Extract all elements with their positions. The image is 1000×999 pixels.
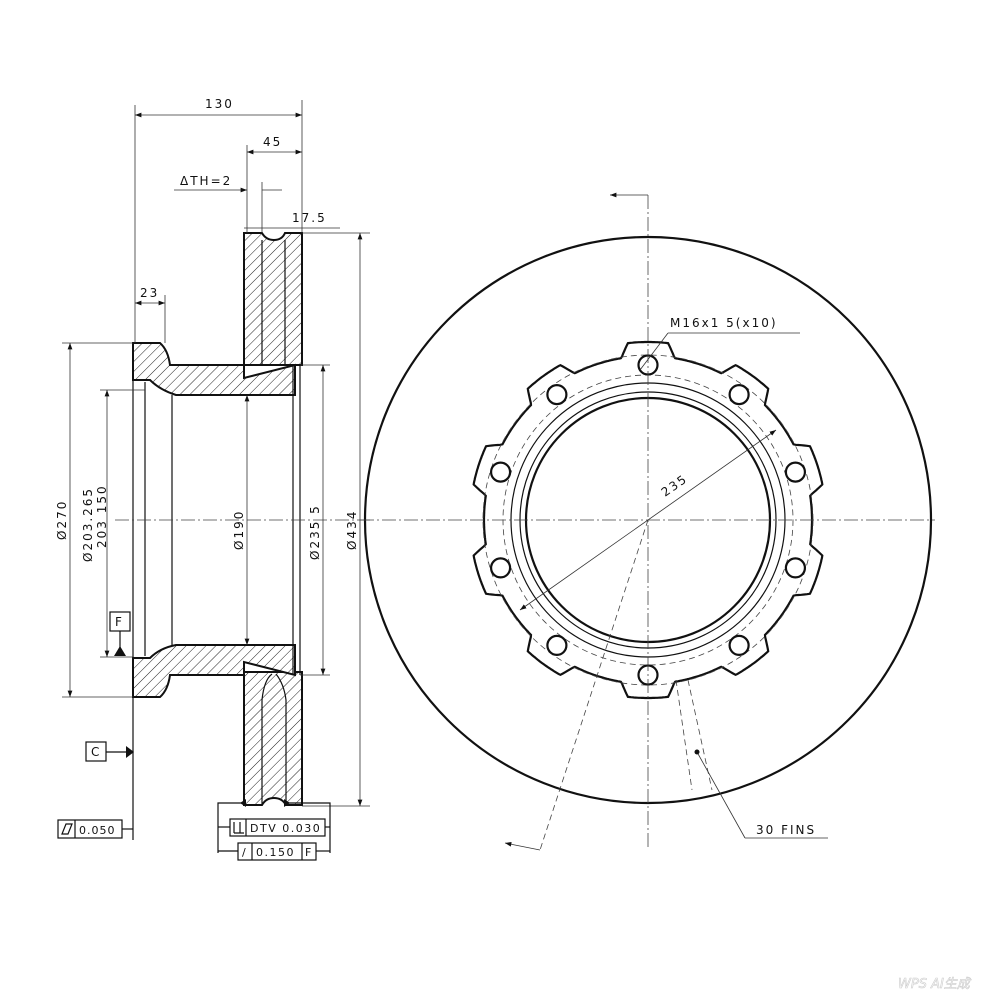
bolt-hole — [546, 384, 568, 406]
flatness-value: 0.050 — [79, 824, 116, 837]
runout-symbol: / — [242, 846, 248, 859]
dim-dia-434: Ø434 — [345, 510, 359, 550]
bolt-hole — [784, 461, 807, 483]
bolt-hole — [489, 461, 512, 483]
bolt-spec: M16x1 5(x10) — [670, 316, 778, 330]
dim-17-5: 17.5 — [292, 211, 327, 225]
dim-dia-270: Ø270 — [55, 500, 69, 540]
datum-c: C — [91, 745, 101, 759]
bolt-hole — [728, 384, 750, 406]
bolt-circle-dim: 235 — [659, 471, 691, 499]
bolt-holes — [489, 354, 807, 686]
bolt-hole — [784, 557, 807, 579]
bolt-hole — [489, 557, 512, 579]
dim-delta-th: ΔTH=2 — [180, 174, 232, 188]
dim-dia-203-150: 203 150 — [95, 484, 109, 548]
bolt-hole — [546, 634, 568, 656]
dim-45: 45 — [263, 135, 282, 149]
hub-top — [132, 342, 296, 396]
bolt-hole — [728, 634, 750, 656]
runout-datum: F — [305, 846, 313, 859]
dim-130: 130 — [205, 97, 234, 111]
dim-dia-203-265: Ø203.265 — [81, 487, 95, 562]
dim-23: 23 — [140, 286, 159, 300]
dtv-tolerance: DTV 0.030 — [250, 822, 321, 835]
runout-value: 0.150 — [256, 846, 295, 859]
friction-ring-top — [243, 232, 303, 366]
front-view: 235 M16x1 5(x10) 30 FINS — [360, 192, 935, 851]
watermark: WPS AI生成 — [898, 977, 972, 992]
hub-bottom — [132, 644, 296, 698]
dim-dia-190: Ø190 — [232, 510, 246, 550]
fins-note: 30 FINS — [756, 823, 816, 837]
friction-ring-bottom — [243, 671, 303, 806]
section-view: 130 45 ΔTH=2 17.5 23 Ø270 Ø203.265 203 1… — [55, 97, 370, 861]
datum-f: F — [115, 615, 124, 629]
dim-dia-235-5: Ø235 5 — [308, 504, 322, 560]
